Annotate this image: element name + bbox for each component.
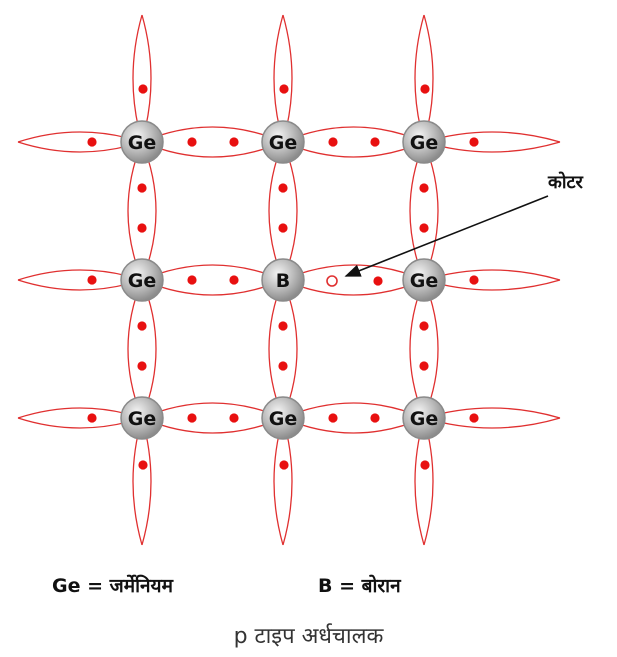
- electron-dot: [87, 413, 96, 422]
- electron-dot: [137, 361, 146, 370]
- electron-dot: [469, 137, 478, 146]
- boron-atom: B: [262, 259, 304, 301]
- atom-label: Ge: [269, 408, 297, 430]
- hole-arrow: [346, 196, 548, 276]
- hole-marker: [327, 276, 337, 286]
- electron-dot: [278, 223, 287, 232]
- electron-dot: [229, 275, 238, 284]
- electron-dot: [419, 361, 428, 370]
- electron-dot: [469, 413, 478, 422]
- electron-dot: [138, 84, 147, 93]
- legend-germanium: Ge = जर्मेनियम: [52, 572, 173, 598]
- electron-dot: [279, 460, 288, 469]
- atom-label: Ge: [128, 270, 156, 292]
- atom-label: Ge: [128, 408, 156, 430]
- germanium-atom: Ge: [262, 121, 304, 163]
- germanium-atom: Ge: [121, 121, 163, 163]
- germanium-atom: Ge: [403, 121, 445, 163]
- hole-label: कोटर: [547, 171, 584, 193]
- electron-dot: [137, 321, 146, 330]
- atom-label: Ge: [269, 132, 297, 154]
- hole-annotation: कोटर: [327, 171, 584, 286]
- electron-dot: [419, 321, 428, 330]
- germanium-atom: Ge: [403, 259, 445, 301]
- electron-dot: [419, 183, 428, 192]
- electron-dot: [229, 137, 238, 146]
- electron-dot: [419, 223, 428, 232]
- atom-label: B: [276, 270, 290, 292]
- germanium-atom: Ge: [403, 397, 445, 439]
- electron-dot: [328, 137, 337, 146]
- electron-dot: [137, 183, 146, 192]
- atom-label: Ge: [128, 132, 156, 154]
- electron-dot: [373, 276, 382, 285]
- electron-dot: [278, 361, 287, 370]
- legend-boron: B = बोरान: [318, 572, 401, 598]
- electron-dot: [420, 460, 429, 469]
- electron-dot: [187, 413, 196, 422]
- electron-dot: [87, 275, 96, 284]
- electron-dot: [138, 460, 147, 469]
- electron-dot: [370, 137, 379, 146]
- electron-dot: [328, 413, 337, 422]
- electron-dot: [229, 413, 238, 422]
- electron-dot: [278, 321, 287, 330]
- germanium-atom: Ge: [121, 397, 163, 439]
- electron-dot: [469, 275, 478, 284]
- electron-dot: [187, 137, 196, 146]
- electron-dot: [370, 413, 379, 422]
- electron-dot: [278, 183, 287, 192]
- electron-dot: [187, 275, 196, 284]
- electron-dot: [87, 137, 96, 146]
- electron-dot: [279, 84, 288, 93]
- atom-label: Ge: [410, 132, 438, 154]
- germanium-atom: Ge: [262, 397, 304, 439]
- atom-label: Ge: [410, 270, 438, 292]
- electron-dot: [137, 223, 146, 232]
- atom-label: Ge: [410, 408, 438, 430]
- germanium-atom: Ge: [121, 259, 163, 301]
- electron-dot: [420, 84, 429, 93]
- caption: p टाइप अर्धचालक: [0, 620, 617, 650]
